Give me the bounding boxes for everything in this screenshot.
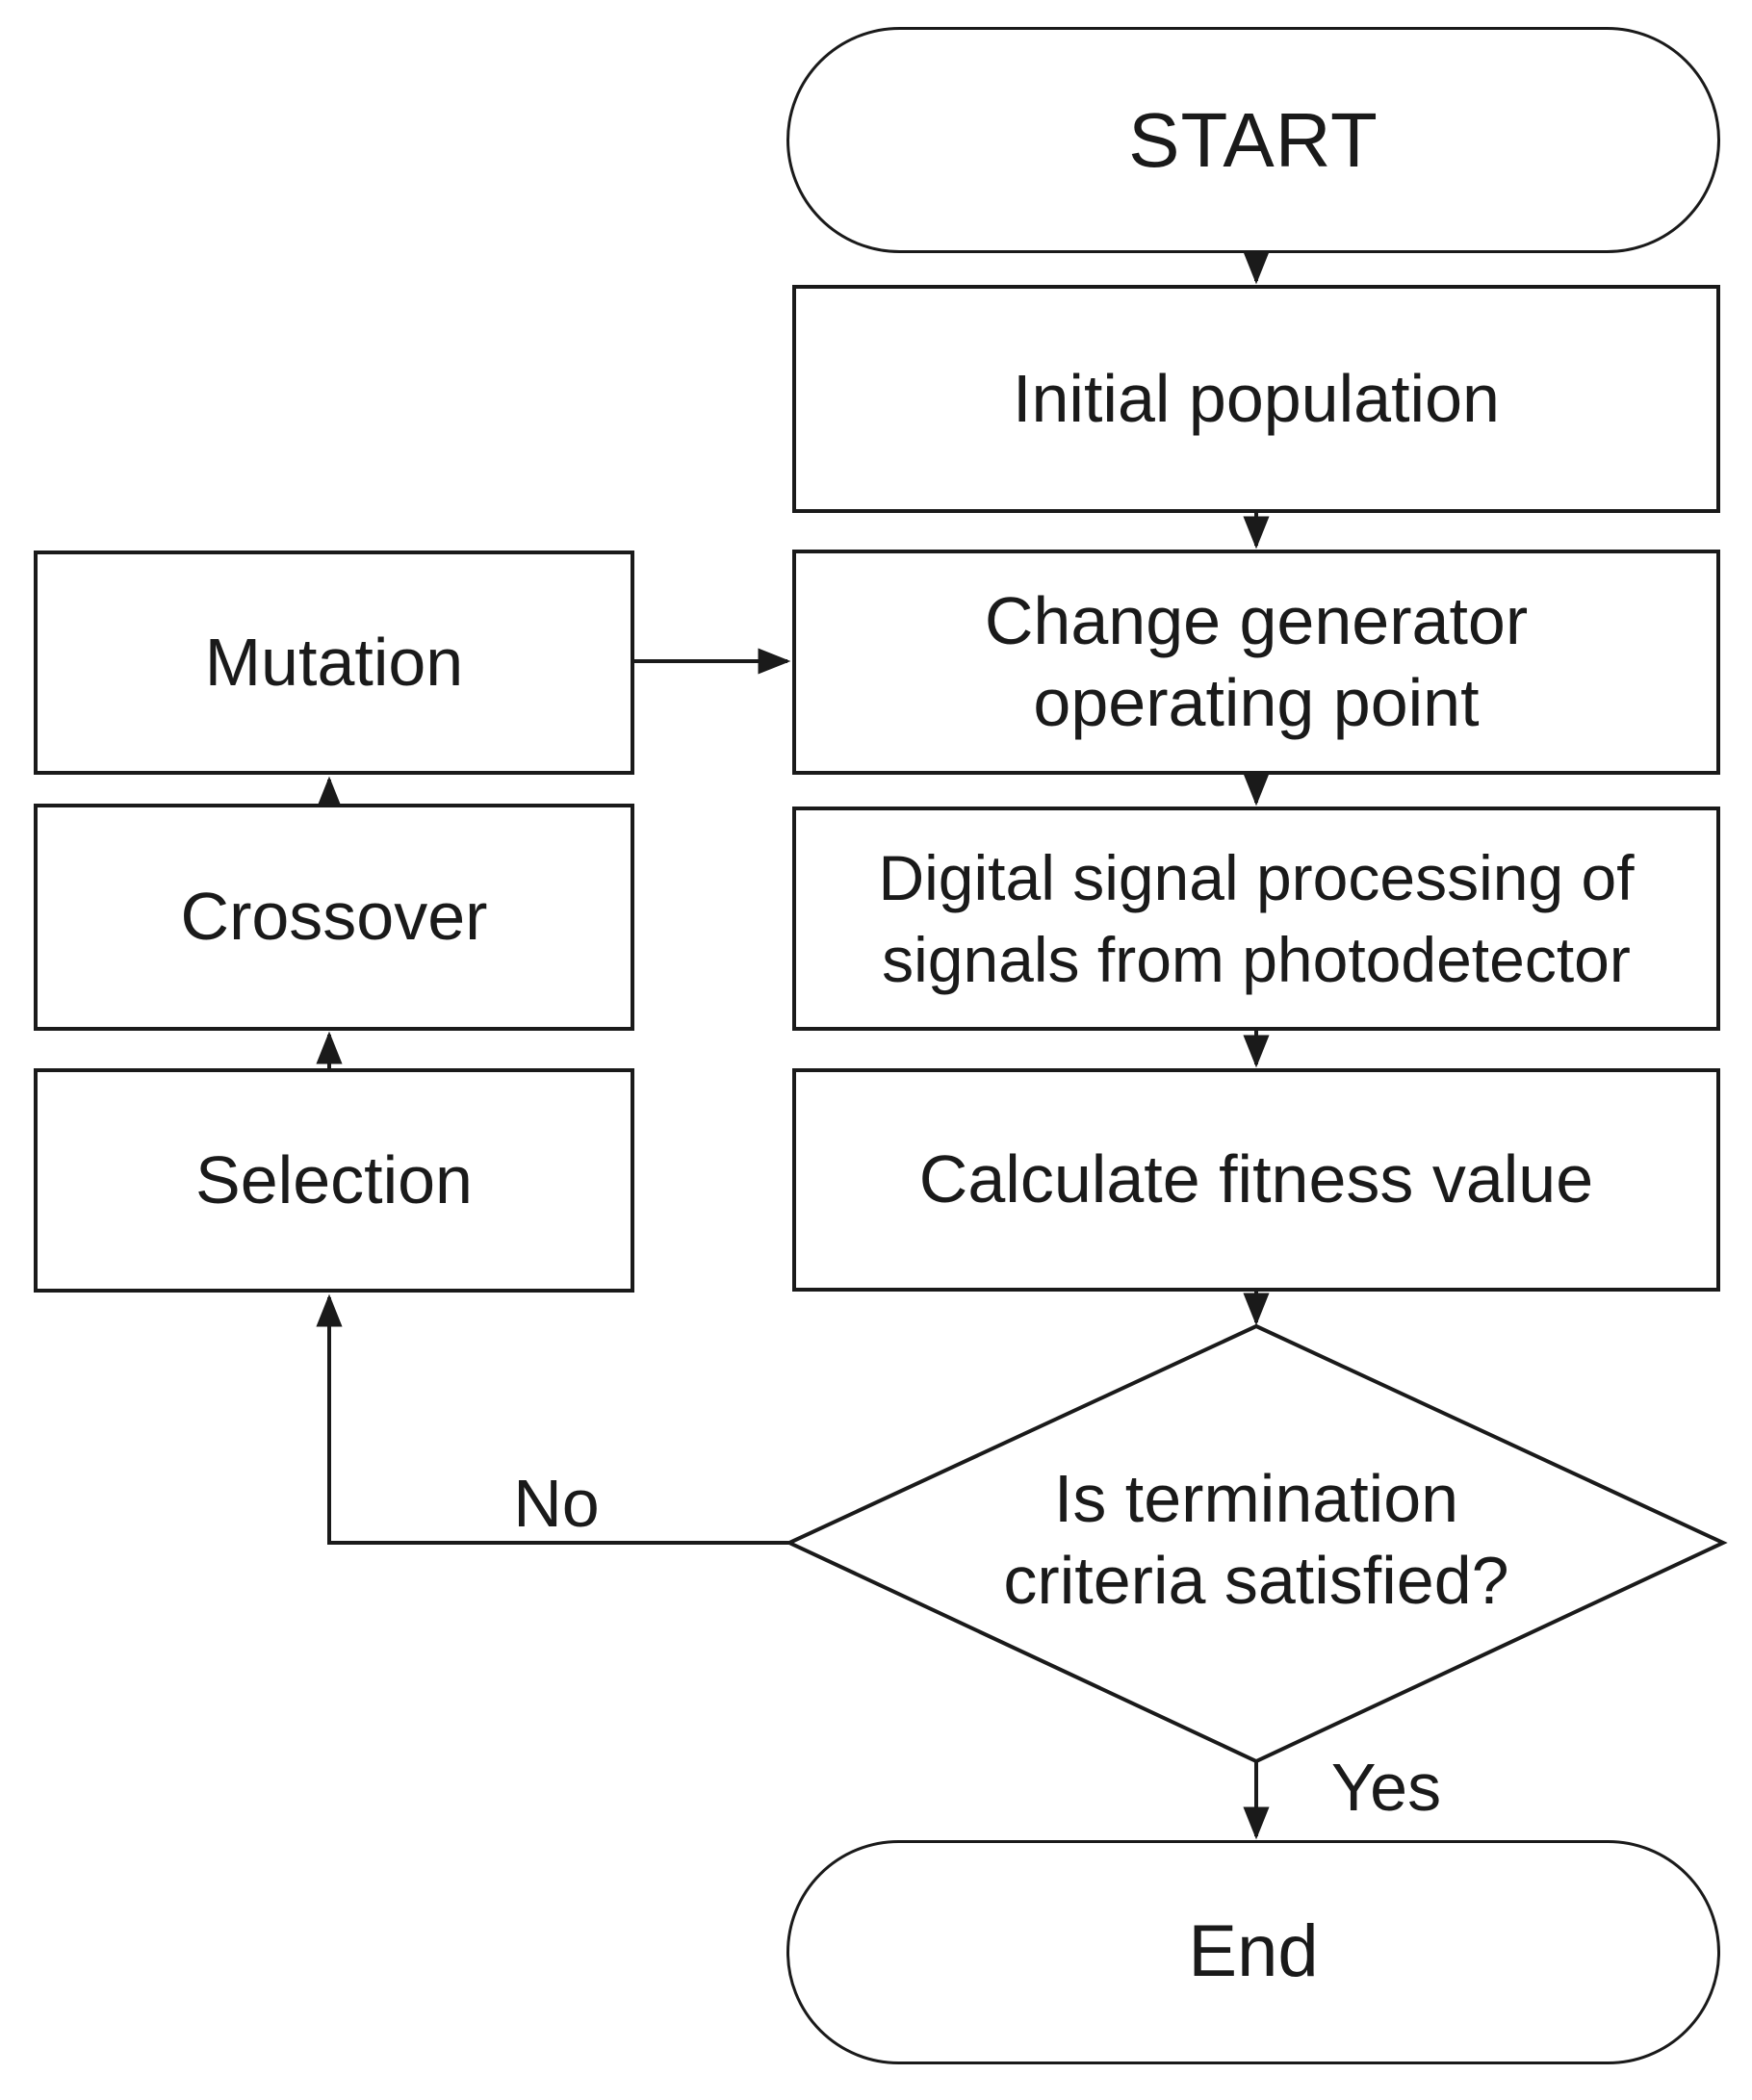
node-calculate-fitness-label: Calculate fitness value — [918, 1141, 1594, 1217]
node-crossover-label: Crossover — [180, 879, 488, 955]
node-change-generator-label-line2: operating point — [1033, 665, 1480, 740]
edge-label-no: No — [513, 1466, 600, 1541]
node-initial-population-label: Initial population — [1013, 360, 1500, 436]
node-selection: Selection — [34, 1068, 634, 1293]
node-crossover: Crossover — [34, 804, 634, 1031]
node-dsp-label-line1: Digital signal processing of — [878, 842, 1635, 914]
node-end: End — [786, 1840, 1720, 2064]
node-start-label: START — [1128, 96, 1378, 183]
node-change-generator: Change generator operating point — [792, 550, 1720, 775]
node-mutation-label: Mutation — [204, 624, 464, 700]
node-termination-decision: Is termination criteria satisfied? — [871, 1381, 1641, 1699]
node-dsp-label-line2: signals from photodetector — [882, 923, 1631, 995]
node-change-generator-label-line1: Change generator — [984, 582, 1529, 658]
node-termination-decision-label-line1: Is termination — [1053, 1460, 1459, 1536]
node-initial-population: Initial population — [792, 285, 1720, 513]
node-calculate-fitness: Calculate fitness value — [792, 1068, 1720, 1292]
node-mutation: Mutation — [34, 551, 634, 775]
node-dsp: Digital signal processing of signals fro… — [792, 807, 1720, 1031]
node-start: START — [786, 27, 1720, 253]
arrow-decision-to-selection-no — [316, 1293, 789, 1545]
node-end-label: End — [1188, 1910, 1319, 1993]
node-selection-label: Selection — [195, 1141, 473, 1217]
node-termination-decision-label-line2: criteria satisfied? — [1003, 1543, 1509, 1618]
edge-label-yes: Yes — [1330, 1750, 1442, 1825]
